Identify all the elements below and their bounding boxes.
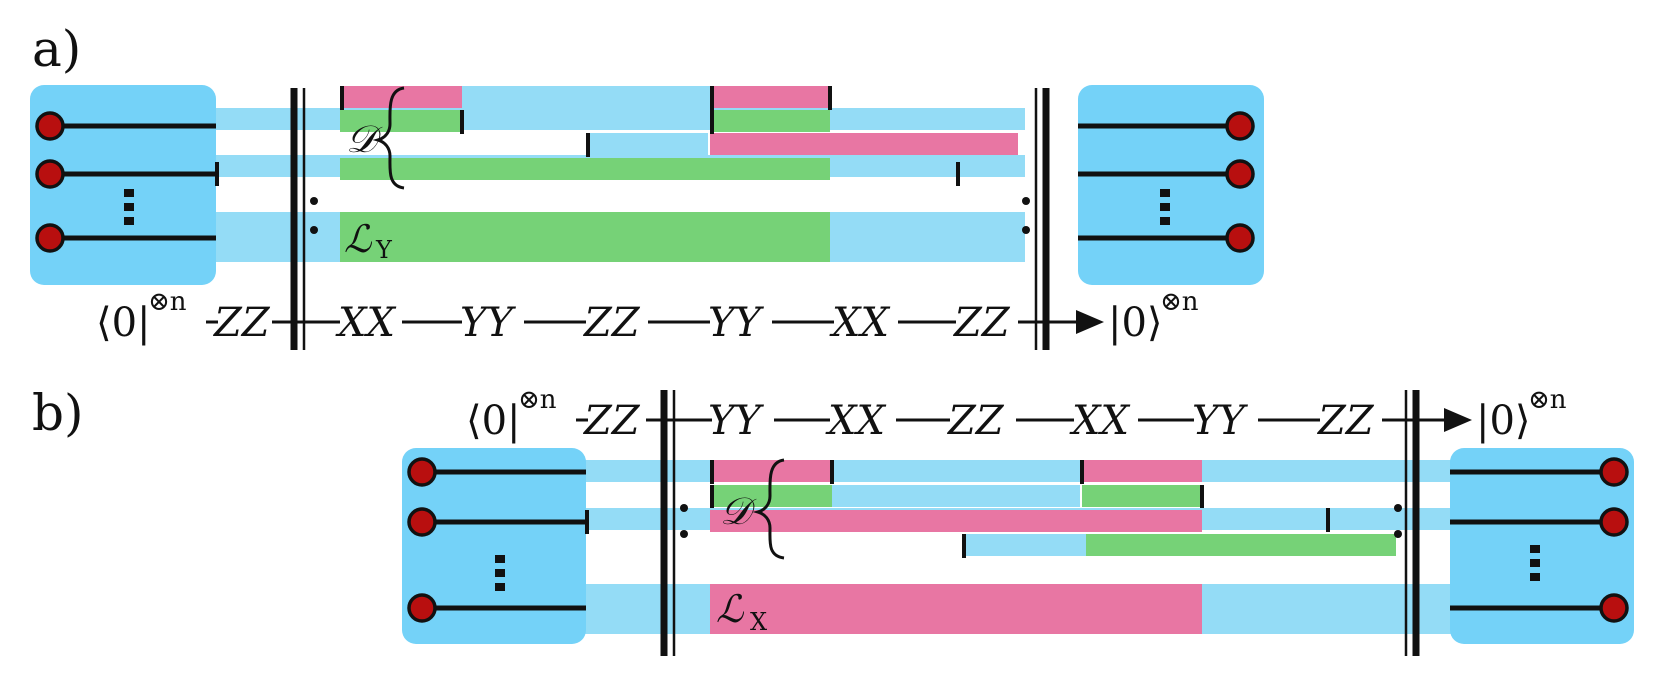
pink-segment [340,86,462,108]
op-a-3: ZZ [582,300,641,346]
tensor-power: ⊗n [1528,385,1567,415]
qubit-nodes [35,111,65,253]
green-segment [1082,485,1202,507]
wire-strip-b4 [830,485,1080,507]
op-b-5: YY [1192,398,1248,444]
qubit-nodes [1225,111,1255,253]
panel-b: b) ⟨0| ⊗n ZZ YY XX ZZ XX YY ZZ |0⟩ ⊗n [32,384,1634,656]
box-wires [1078,123,1240,241]
barrier-right-b [1404,390,1420,656]
wire-strip-b5 [962,534,1086,556]
panel-b-label: b) [32,384,84,442]
barrier-left-b [660,390,676,656]
segment-ticks [340,86,960,186]
logical-subscript: Y [375,236,393,264]
brace-icon [752,458,785,560]
vertical-ellipsis-icon [495,555,505,591]
vertical-ellipsis-icon [1530,545,1540,581]
op-a-4: YY [708,300,764,346]
logical-subscript: X [750,608,767,636]
logical-label: ℒ [344,217,373,261]
box-wires [50,123,219,241]
wire-strip-a4 [462,86,710,108]
pink-segment [710,133,1018,155]
logical-green-region [340,212,830,262]
op-a-6: ZZ [952,300,1011,346]
op-b-0: ZZ [582,398,641,444]
ket-state: |0⟩ [1476,398,1531,444]
vertical-ellipsis-icon [1160,189,1170,225]
qubit-nodes [1599,457,1629,623]
green-segment [340,110,460,132]
state-prep-box-right-b [1450,448,1634,644]
green-segment [710,110,830,132]
panel-a: a) [30,20,1264,350]
op-b-3: ZZ [946,398,1005,444]
ket-state: |0⟩ [1108,300,1163,346]
bra-state: ⟨0| [466,398,521,444]
op-a-0: ZZ [212,300,271,346]
box-wires [422,469,589,611]
vertical-ellipsis-icon [124,189,134,225]
wire-strip-a1 [200,108,1025,130]
op-a-2: YY [460,300,516,346]
pink-segment [1082,460,1202,482]
op-a-1: XX [335,300,396,346]
tensor-power: ⊗n [148,287,187,317]
panel-a-label: a) [32,20,81,78]
qubit-nodes [407,457,437,623]
logical-label: ℒ [716,587,745,631]
barrier-left-a [290,88,306,350]
green-segment [1086,534,1396,556]
arrow-head-icon [1076,310,1104,334]
ellipsis-dots [310,197,1030,234]
green-segment [340,158,830,180]
state-prep-box-left-a [30,85,216,285]
bra-state: ⟨0| [96,300,151,346]
wire-strip-b1 [574,460,1454,482]
pink-segment [710,86,830,108]
brace-icon [372,86,405,190]
wire-strip-a5 [588,133,708,155]
op-b-4: XX [1069,398,1130,444]
arrow-head-icon [1444,408,1472,432]
box-wires [1450,469,1614,611]
op-b-2: XX [825,398,886,444]
logical-pink-region [710,584,1202,634]
state-prep-box-left-b [402,448,586,644]
state-prep-box-right-a [1078,85,1264,285]
op-b-6: ZZ [1316,398,1375,444]
tensor-power: ⊗n [518,385,557,415]
ellipsis-dots [680,504,1402,538]
tensor-power: ⊗n [1160,287,1199,317]
op-b-1: YY [708,398,764,444]
segment-ticks [710,460,1330,558]
pink-segment [710,510,1202,532]
barrier-right-a [1034,88,1050,350]
op-a-5: XX [829,300,890,346]
